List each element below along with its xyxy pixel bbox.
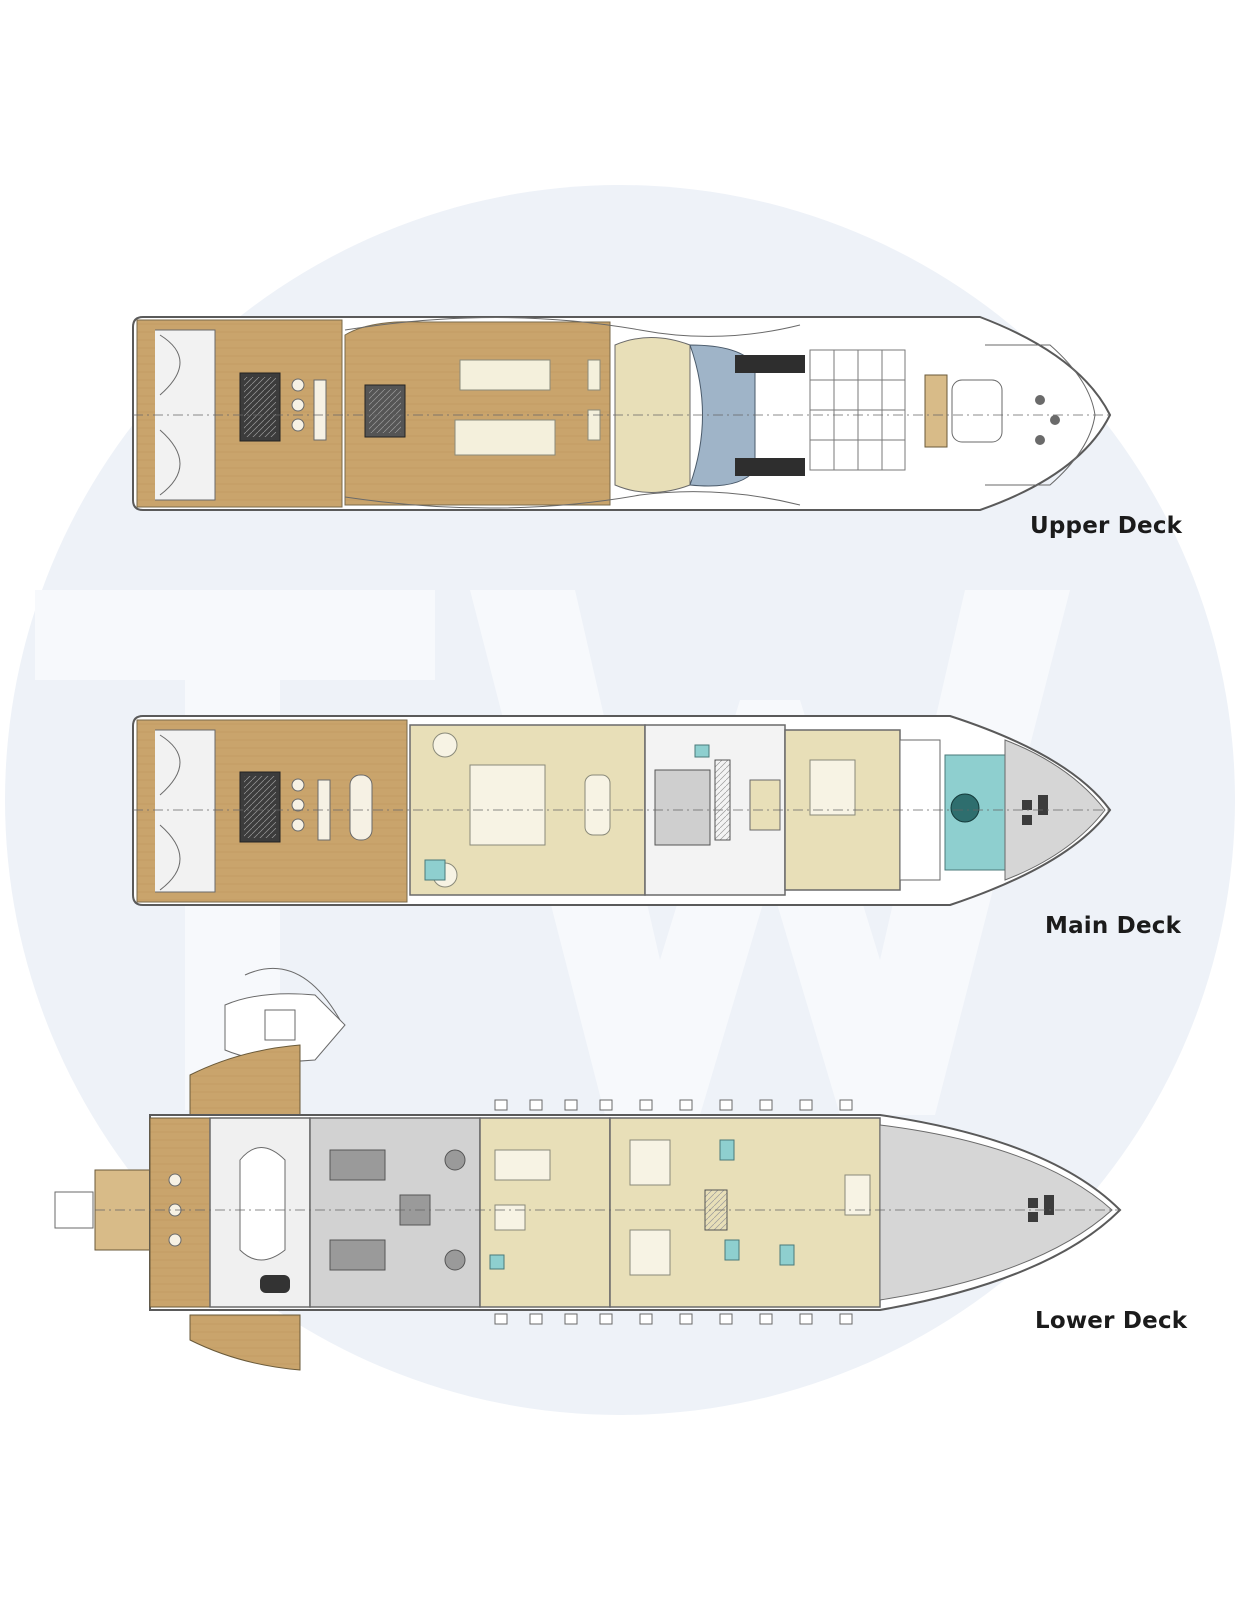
main-deck-plan [132, 715, 1112, 906]
lower-deck-plan [54, 967, 1122, 1371]
upper-deck-plan [132, 316, 1112, 511]
lower-deck-forepeak [879, 1124, 1113, 1301]
upper-deck-windscreen [689, 344, 756, 487]
lower-deck-tender [224, 967, 346, 1062]
upper-deck-label: Upper Deck [1030, 513, 1183, 539]
lower-deck-engine-room [309, 1117, 481, 1308]
lower-deck-label: Lower Deck [1035, 1308, 1188, 1334]
main-deck-label: Main Deck [1045, 913, 1182, 939]
